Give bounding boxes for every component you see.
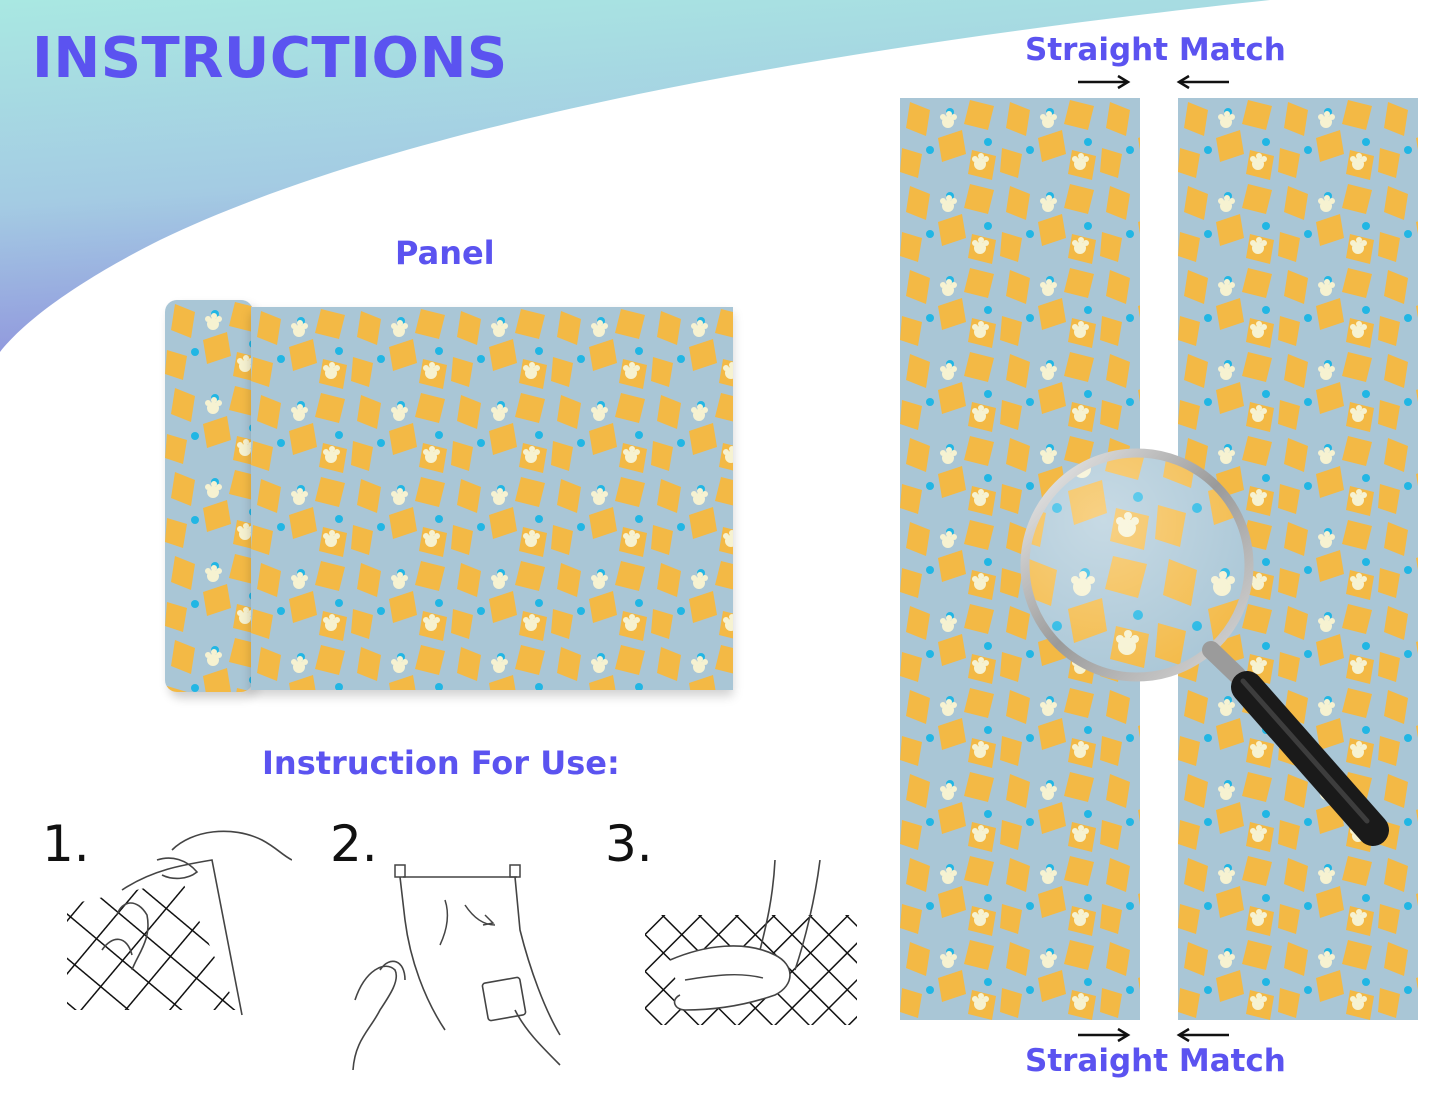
magnifying-glass-icon xyxy=(1020,448,1389,846)
step-number: 2. xyxy=(330,815,378,873)
smooth-wallpaper-illustration xyxy=(645,860,857,1025)
peel-backing-illustration xyxy=(67,830,292,1016)
panel-label: Panel xyxy=(395,234,495,272)
wallpaper-pattern xyxy=(251,307,733,690)
arrow-right-icon xyxy=(1076,74,1132,90)
arrow-left-icon xyxy=(1175,1027,1231,1043)
wallpaper-roll xyxy=(165,298,740,703)
page-title: INSTRUCTIONS xyxy=(32,26,508,91)
wallpaper-pattern xyxy=(165,300,253,692)
roll-core xyxy=(165,300,253,692)
straight-match-bottom-label: Straight Match xyxy=(1025,1043,1286,1079)
step-number: 1. xyxy=(42,815,90,873)
apply-to-wall-illustration xyxy=(352,864,561,1071)
straight-match-top-label: Straight Match xyxy=(1025,32,1286,68)
roll-sheet xyxy=(251,307,733,690)
arrow-right-icon xyxy=(1076,1027,1132,1043)
arrow-left-icon xyxy=(1175,74,1231,90)
step-number: 3. xyxy=(605,815,653,873)
instruction-for-use-label: Instruction For Use: xyxy=(262,744,620,782)
